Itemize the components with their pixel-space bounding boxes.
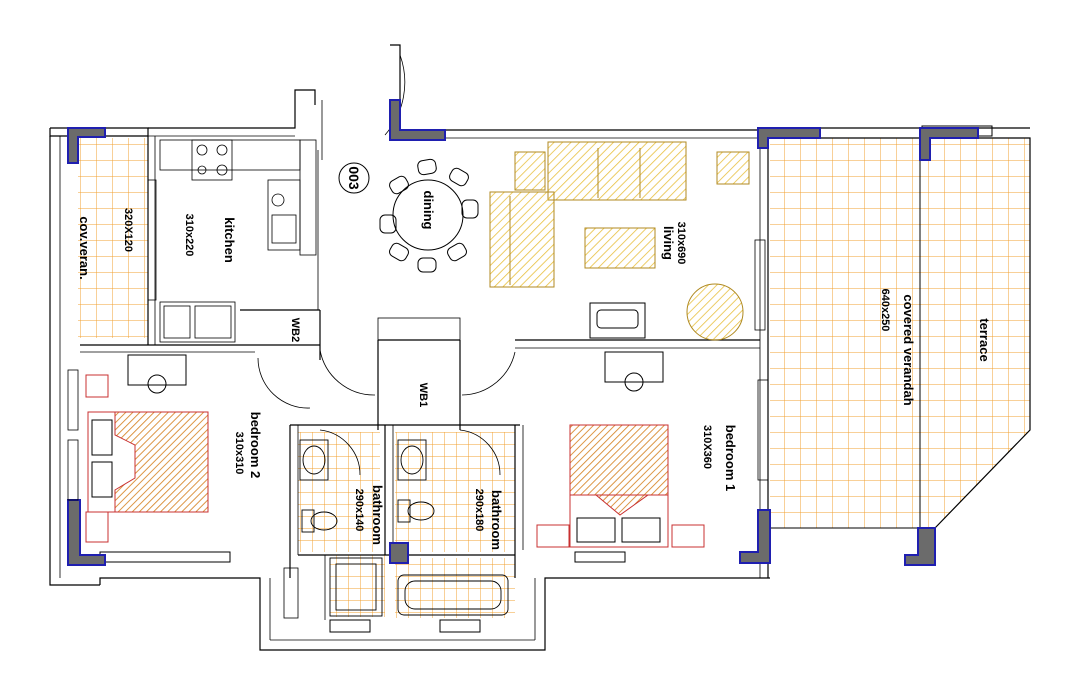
bedroom1-size: 310X360: [701, 425, 713, 469]
cov-veranda-label: cov.veran.: [77, 216, 92, 279]
sofa-set: [489, 141, 750, 341]
unit-number-tag: 003: [338, 162, 370, 194]
terrace-label: terrace: [977, 318, 992, 361]
bedroom2-label: bedroom 2: [248, 412, 263, 478]
columns: [67, 99, 979, 566]
bedroom1-bed: [536, 351, 705, 548]
bedroom2-bed: [85, 354, 209, 543]
bathroom-fixtures: [299, 439, 509, 617]
dining-label: dining: [421, 191, 436, 230]
living-label: living: [661, 226, 676, 260]
bathroom-b-label: bathroom: [489, 490, 504, 550]
wb1-label: WB1: [417, 383, 429, 407]
wb2-label: WB2: [289, 318, 301, 342]
cov-veranda-area: [78, 138, 148, 338]
covered-verandah-label: covered verandah: [901, 294, 916, 405]
door-swings: [257, 54, 516, 476]
tv-unit: [589, 302, 646, 339]
outer-walls: [49, 44, 1030, 651]
bedroom1-label: bedroom 1: [723, 425, 738, 491]
windows: [67, 179, 769, 619]
bathroom-a-size: 290x140: [353, 489, 365, 532]
kitchen-label: kitchen: [222, 217, 237, 263]
living-size: 310x690: [675, 222, 687, 265]
kitchen-counter: [159, 139, 317, 343]
stove-burners-icon: [191, 139, 233, 181]
bathroom-a-label: bathroom: [370, 485, 385, 545]
unit-number: 003: [346, 166, 362, 190]
dining-table: [379, 158, 479, 273]
covered-verandah-size: 640x250: [879, 289, 891, 332]
bathroom-b-size: 290x180: [473, 489, 485, 532]
cov-veranda-size: 320X120: [122, 208, 134, 252]
room-labels: 320X120 cov.veran. kitchen 310x220 dinin…: [77, 191, 992, 550]
bedroom2-size: 310x310: [233, 432, 245, 475]
kitchen-size: 310x220: [183, 214, 195, 257]
terrace-area: [770, 125, 1031, 529]
